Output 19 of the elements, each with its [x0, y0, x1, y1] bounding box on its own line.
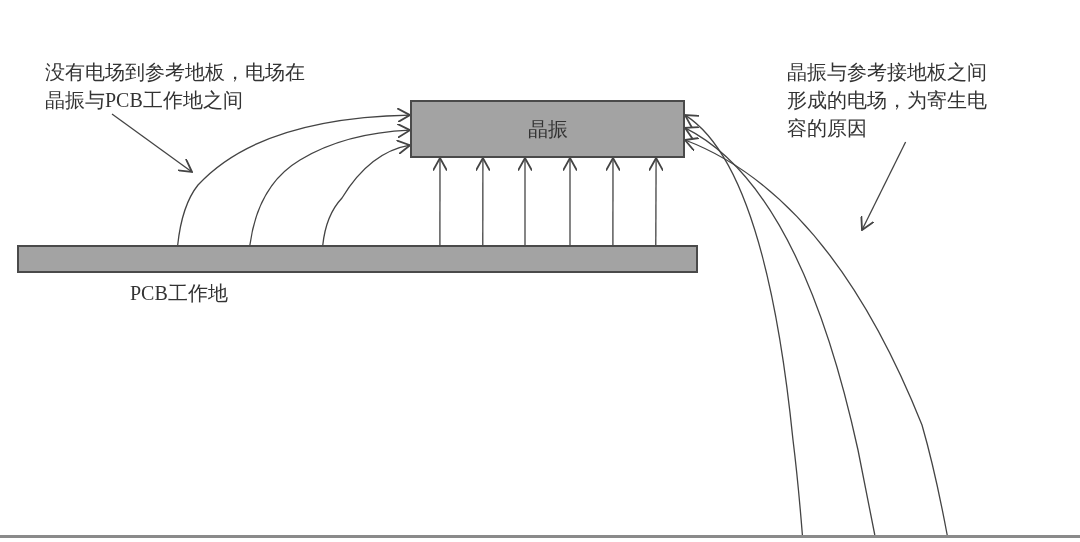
field-line-arrow [432, 157, 448, 246]
annotation-text: 没有电场到参考地板，电场在晶振与PCB工作地之间 [45, 58, 313, 114]
field-line-arrow [605, 157, 621, 246]
field-line-arrow [475, 157, 491, 246]
field-line-arrow [684, 137, 948, 536]
annotation-text: 晶振与参考接地板之间形成的电场，为寄生电容的原因 [787, 58, 995, 142]
field-line-arrow [684, 126, 876, 536]
plate-label: PCB工作地 [130, 281, 228, 306]
field-line-arrow [177, 107, 411, 246]
leader-line [111, 113, 193, 173]
field-line-arrow [648, 157, 664, 246]
field-line-arrow [517, 157, 533, 246]
field-line-arrow [684, 114, 804, 536]
field-line-arrow [562, 157, 578, 246]
reference-ground-plane [0, 535, 1080, 538]
crystal-box: 晶振 [410, 100, 685, 158]
field-line-arrow [322, 140, 411, 246]
leader-line [860, 141, 907, 231]
field-line-arrow [249, 123, 411, 246]
